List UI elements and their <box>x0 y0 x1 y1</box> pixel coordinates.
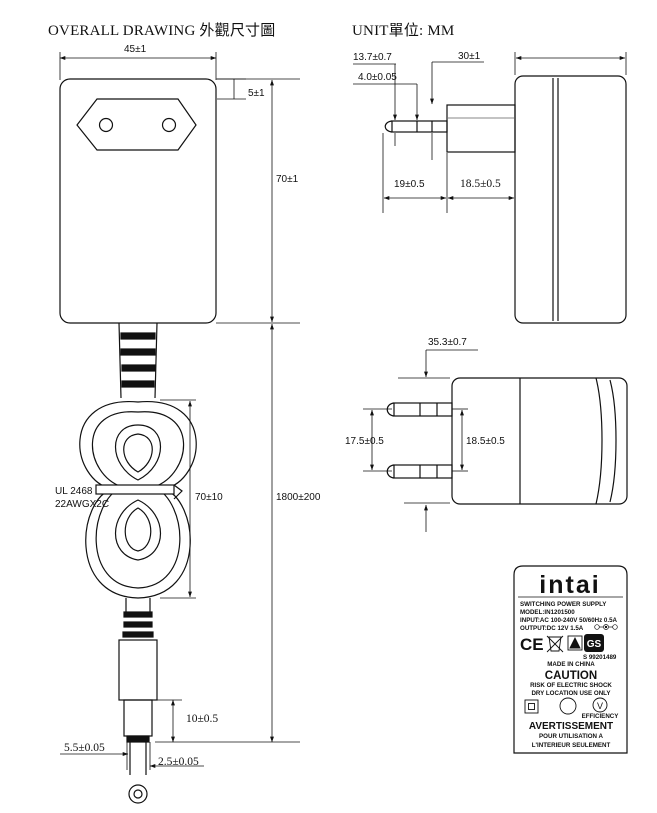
caution-line1: RISK OF ELECTRIC SHOCK <box>530 682 612 689</box>
round-mark-icon <box>559 697 577 715</box>
svg-text:GS: GS <box>587 639 602 650</box>
adapter-body-side <box>514 75 627 324</box>
efficiency-text: EFFICIENCY <box>582 713 620 720</box>
adapter-body-top <box>451 377 628 505</box>
dim-base-width: 30±1 <box>458 51 481 62</box>
avert-line1: POUR UTILISATION A <box>539 733 603 740</box>
weee-bin-icon <box>546 635 564 653</box>
plug-socket-outline <box>76 98 197 151</box>
top-view-dimensions <box>363 349 478 532</box>
pin-side <box>384 120 448 133</box>
side-view-dimensions <box>353 52 627 213</box>
brand-logo: intai <box>539 571 600 599</box>
plug-hole-right <box>161 117 177 133</box>
front-view <box>59 78 217 804</box>
safety-mark-icon <box>567 635 583 651</box>
front-view-dimensions <box>59 52 300 770</box>
pin-top-lower <box>386 464 453 479</box>
pin-top-upper <box>386 402 453 417</box>
dim-pin-length: 13.7±0.7 <box>353 52 392 63</box>
cable-spec-1: UL 2468 <box>55 486 93 497</box>
label-line2: MODEL:IN1201500 <box>520 609 575 616</box>
dim-pin-diameter: 4.0±0.05 <box>358 72 397 83</box>
dim-plug-length: 10±0.5 <box>186 713 218 725</box>
avert-title: AVERTISSEMENT <box>529 721 613 732</box>
dim-base-depth: 18.5±0.5 <box>460 178 501 190</box>
dim-cable-length: 1800±200 <box>276 492 321 503</box>
dc-plug <box>118 598 158 804</box>
class-two-icon <box>524 699 539 714</box>
plug-hole-left <box>98 117 114 133</box>
polarity-icon <box>594 624 618 630</box>
label-line1: SWITCHING POWER SUPPLY <box>520 601 607 608</box>
dim-top-height: 35.3±0.7 <box>428 337 467 348</box>
top-view-dim-text: 35.3±0.7 17.5±0.5 18.5±0.5 <box>345 337 505 447</box>
cert-number: S 99201489 <box>583 654 617 661</box>
made-in: MADE IN CHINA <box>547 661 595 668</box>
dim-height: 70±1 <box>276 174 299 185</box>
top-view <box>386 377 628 505</box>
dim-pin-total: 19±0.5 <box>394 179 425 190</box>
side-view <box>384 75 627 324</box>
gs-mark-icon: GS <box>584 634 604 652</box>
front-view-dim-text: 45±1 5±1 70±1 1800±200 70±10 UL 2468 22A… <box>55 44 321 768</box>
adapter-body-front <box>59 78 217 324</box>
coiled-cable <box>79 401 197 599</box>
unit-label: UNIT單位: MM <box>352 22 454 39</box>
drawing-title: OVERALL DRAWING 外觀尺寸圖 <box>48 22 275 39</box>
plug-base-side <box>446 104 516 153</box>
ce-mark: CE <box>520 635 544 654</box>
product-label: intai SWITCHING POWER SUPPLY MODEL:IN120… <box>513 565 628 754</box>
efficiency-mark: V <box>597 701 603 711</box>
cable-strain-relief <box>118 322 158 399</box>
caution-line2: DRY LOCATION USE ONLY <box>531 690 611 697</box>
efficiency-icon: V EFFICIENCY <box>582 697 620 720</box>
label-line4: OUTPUT:DC 12V 1.5A <box>520 625 584 632</box>
avert-line2: L'INTERIEUR SEULEMENT <box>532 742 611 749</box>
dim-plug-inner: 2.5±0.05 <box>158 756 199 768</box>
dim-width: 45±1 <box>124 44 147 55</box>
label-line3: INPUT:AC 100-240V 50/60Hz 0.5A <box>520 617 618 624</box>
dim-coil-length: 70±10 <box>195 492 223 503</box>
dim-plug-outer: 5.5±0.05 <box>64 742 105 754</box>
cable-spec-2: 22AWGX2C <box>55 499 109 510</box>
dim-base-height: 18.5±0.5 <box>466 436 505 447</box>
caution-title: CAUTION <box>545 670 597 682</box>
side-view-dim-text: 13.7±0.7 4.0±0.05 30±1 19±0.5 18.5±0.5 <box>353 51 501 190</box>
dim-pin-spacing: 17.5±0.5 <box>345 436 384 447</box>
dim-top-offset: 5±1 <box>248 88 265 99</box>
